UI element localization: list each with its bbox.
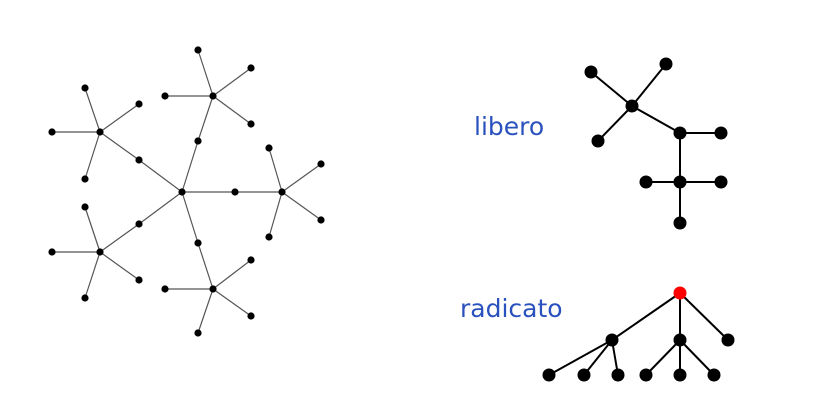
tree-node [265,144,273,152]
tree-node [194,137,202,145]
tree-edge [631,63,667,107]
tree-node [161,285,169,293]
tree-edge [590,71,633,107]
tree-edge [548,339,613,376]
tree-edge [212,95,252,125]
tree-node [591,134,605,148]
tree-node [714,126,728,140]
tree-edge [99,251,140,281]
free-tree-label: libero [474,112,545,141]
tree-edge [212,288,252,317]
tree-node [542,368,556,382]
rooted-tree-example [542,286,735,382]
tree-node [96,248,104,256]
tree-edge [597,105,633,142]
tree-node [81,84,89,92]
tree-node [278,188,286,196]
tree-node [721,333,735,347]
tree-edge [679,339,715,376]
tree-node [48,128,56,136]
tree-edge [631,105,681,134]
tree-node [135,220,143,228]
tree-node [707,368,721,382]
tree-node [96,128,104,136]
tree-edge [268,191,283,238]
tree-edge [281,191,322,221]
tree-node [194,329,202,337]
tree-node [673,368,687,382]
tree-edge [84,87,101,133]
tree-node [194,46,202,54]
tree-node [247,120,255,128]
tree-node [209,92,217,100]
tree-node [135,156,143,164]
tree-edge [99,131,140,161]
root-node [673,286,687,300]
tree-node [673,175,687,189]
tree-node [81,175,89,183]
tree-edge [84,251,101,299]
big-free-tree [48,46,325,337]
tree-edge [99,103,140,133]
tree-node [48,248,56,256]
tree-edge [84,206,101,253]
tree-node [673,333,687,347]
tree-edge [181,191,199,244]
tree-node [135,100,143,108]
tree-edge [99,223,140,253]
tree-node [584,65,598,79]
tree-node [605,333,619,347]
rooted-tree-label: radicato [460,294,563,323]
tree-node [317,216,325,224]
tree-node [209,285,217,293]
tree-edge [197,242,214,290]
tree-node [178,188,186,196]
tree-node [81,203,89,211]
tree-node [247,312,255,320]
tree-edge [611,292,681,341]
tree-node [714,175,728,189]
tree-node [135,276,143,284]
tree-edge [268,147,283,193]
tree-node [639,368,653,382]
tree-node [265,233,273,241]
tree-node [577,368,591,382]
tree-edge [197,288,214,334]
tree-edge [181,140,199,193]
tree-edge [138,191,183,225]
tree-node [673,126,687,140]
tree-node [247,256,255,264]
tree-node [625,99,639,113]
tree-edge [84,131,101,180]
tree-node [611,368,625,382]
tree-node [317,160,325,168]
tree-edge [645,339,681,376]
tree-node [247,64,255,72]
tree-node [231,188,239,196]
tree-node [673,216,687,230]
tree-edge [212,67,252,97]
free-tree-example [584,57,728,230]
tree-edge [138,159,183,193]
tree-edge [679,292,729,341]
tree-edge [212,259,252,290]
tree-node [161,92,169,100]
tree-node [639,175,653,189]
tree-edge [281,163,322,193]
tree-edge [197,95,214,142]
tree-node [81,294,89,302]
tree-edge [583,339,613,376]
tree-node [659,57,673,71]
tree-node [194,239,202,247]
tree-edge [197,49,214,97]
